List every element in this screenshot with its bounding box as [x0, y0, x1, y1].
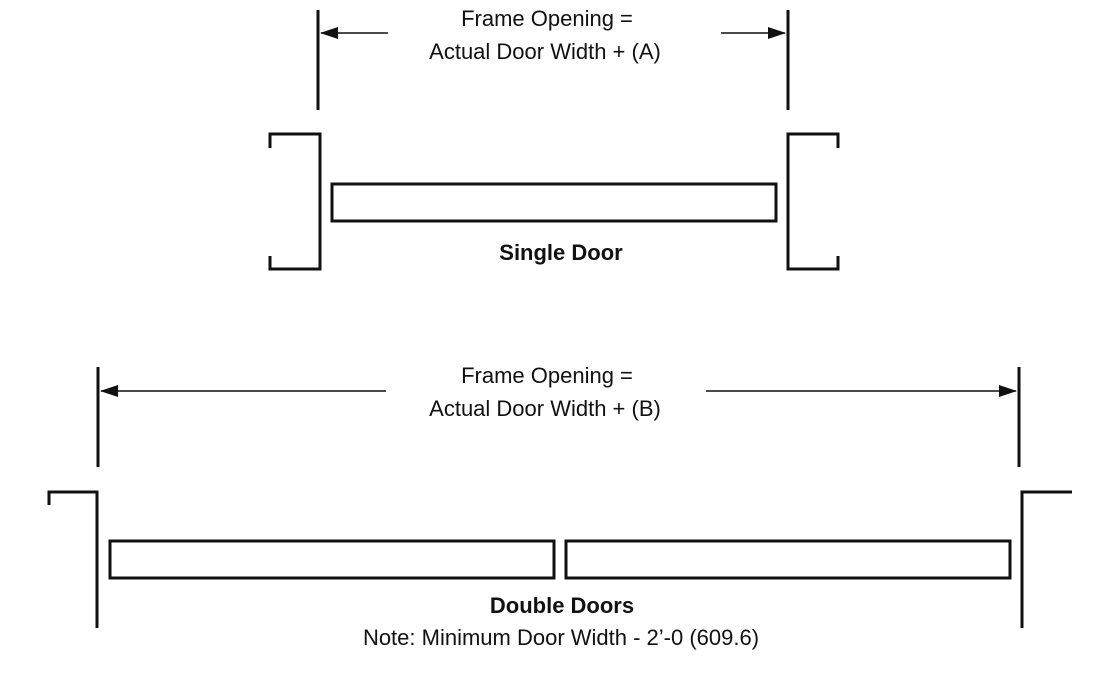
double-doors-caption: Double Doors — [490, 593, 634, 618]
single-door-section: Frame Opening = Actual Door Width + (A) … — [268, 6, 840, 271]
single-dimension-text-line1: Frame Opening = — [461, 6, 633, 31]
double-left-door-leaf — [108, 539, 556, 580]
single-right-frame-bracket — [786, 132, 840, 271]
single-door-leaf — [330, 182, 778, 223]
single-dimension-text-line2: Actual Door Width + (A) — [429, 39, 661, 64]
double-left-frame — [47, 490, 99, 628]
double-right-frame — [1020, 490, 1072, 628]
double-right-door-leaf — [564, 539, 1012, 580]
single-left-frame-bracket — [268, 132, 322, 271]
double-dimension-text-line2: Actual Door Width + (B) — [429, 396, 661, 421]
double-doors-note: Note: Minimum Door Width - 2’-0 (609.6) — [363, 625, 759, 650]
double-doors-section: Frame Opening = Actual Door Width + (B) … — [47, 363, 1072, 650]
double-dimension-text-line1: Frame Opening = — [461, 363, 633, 388]
single-door-caption: Single Door — [499, 240, 623, 265]
